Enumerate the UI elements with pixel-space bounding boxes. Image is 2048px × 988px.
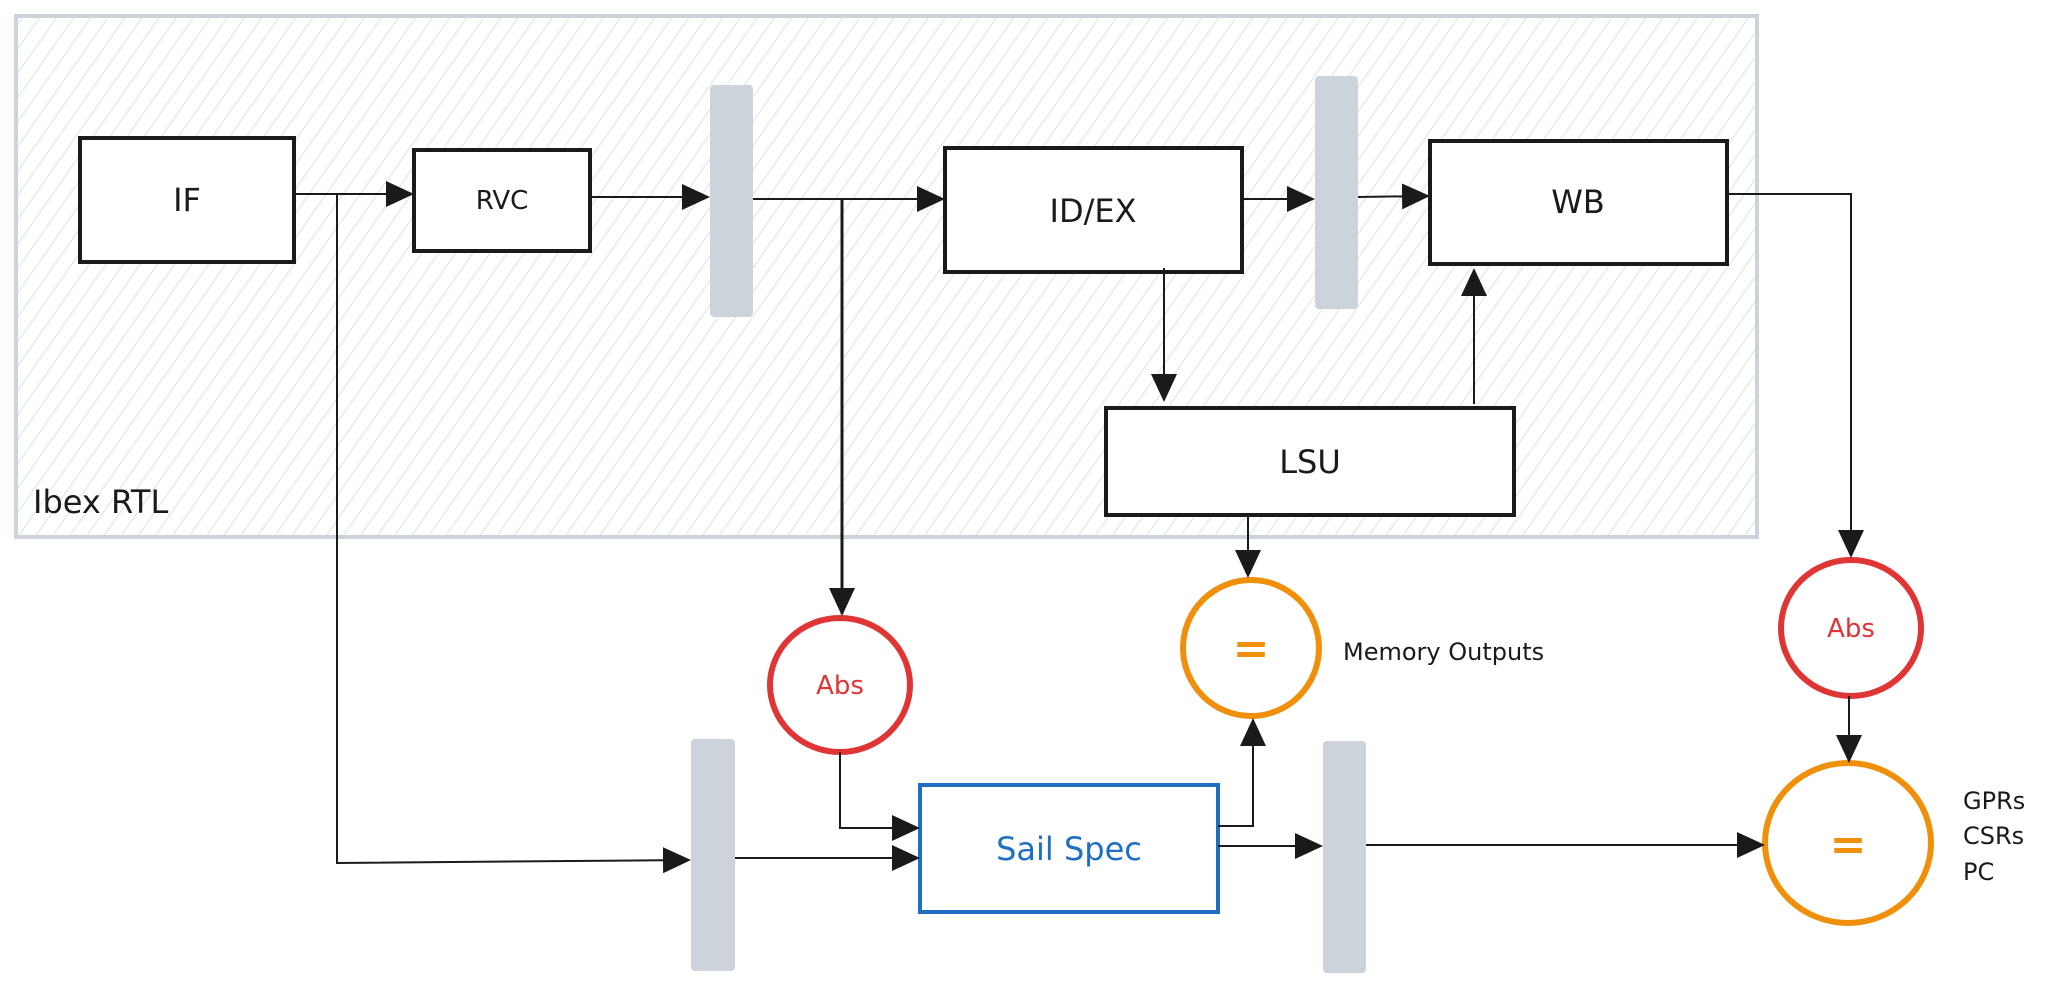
arrow-sail-to-compare bbox=[1218, 718, 1266, 827]
compare-node-memory[interactable]: = bbox=[1180, 577, 1322, 719]
pipeline-register-2 bbox=[1315, 76, 1358, 309]
block-id-ex[interactable]: ID/EX bbox=[943, 146, 1244, 274]
block-sail-spec[interactable]: Sail Spec bbox=[918, 783, 1220, 914]
abs-node-2[interactable]: Abs bbox=[1778, 557, 1924, 699]
spec-register-2 bbox=[1323, 741, 1366, 973]
abs-node-2-label: Abs bbox=[1827, 614, 1875, 644]
compare-node-memory-symbol: = bbox=[1233, 624, 1270, 675]
block-sail-spec-label: Sail Spec bbox=[996, 830, 1142, 868]
compare-node-final[interactable]: = bbox=[1762, 760, 1934, 926]
block-rvc[interactable]: RVC bbox=[412, 148, 592, 253]
compare-node-final-symbol: = bbox=[1830, 820, 1867, 871]
arrow-wb-to-abs-2 bbox=[1727, 193, 1864, 558]
block-id-ex-label: ID/EX bbox=[1050, 192, 1137, 230]
state-label-csrs: CSRs bbox=[1963, 822, 2024, 850]
abs-node-1-label: Abs bbox=[816, 671, 864, 701]
block-if-label: IF bbox=[173, 181, 201, 219]
pipeline-register-1 bbox=[710, 85, 753, 317]
block-lsu-label: LSU bbox=[1279, 443, 1341, 481]
abs-node-1[interactable]: Abs bbox=[767, 615, 913, 755]
block-rvc-label: RVC bbox=[476, 186, 529, 216]
arrow-abs-1-to-sail bbox=[839, 752, 920, 841]
state-label-pc: PC bbox=[1963, 858, 1994, 886]
arrow-register-to-wb bbox=[1357, 183, 1430, 210]
arrow-if-to-spec-register bbox=[336, 194, 691, 874]
state-label-gprs: GPRs bbox=[1963, 787, 2025, 815]
block-lsu[interactable]: LSU bbox=[1104, 406, 1516, 517]
block-if[interactable]: IF bbox=[78, 136, 296, 264]
region-label: Ibex RTL bbox=[33, 483, 168, 521]
block-wb-label: WB bbox=[1551, 183, 1605, 221]
memory-outputs-label: Memory Outputs bbox=[1343, 638, 1544, 666]
block-wb[interactable]: WB bbox=[1428, 139, 1729, 266]
spec-register-1 bbox=[691, 739, 735, 971]
